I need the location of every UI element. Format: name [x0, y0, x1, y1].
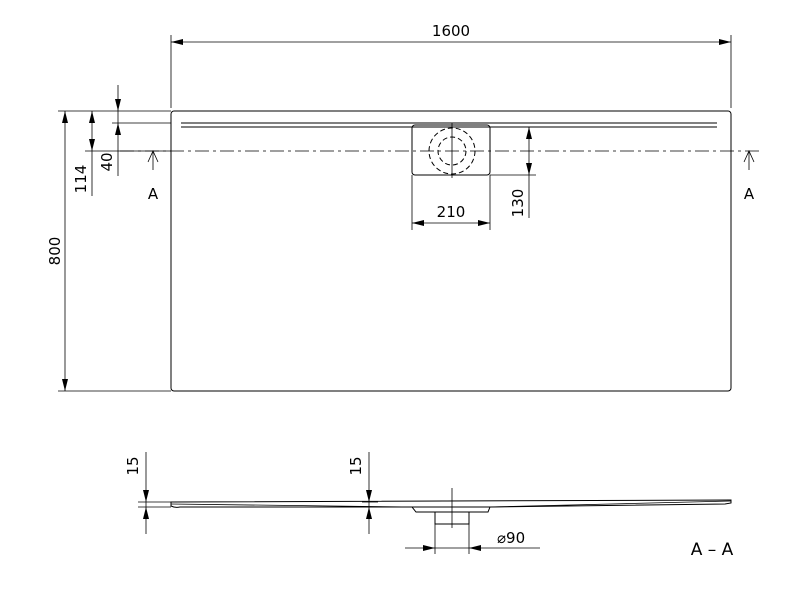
tray-outline — [170, 110, 732, 392]
arrowhead — [115, 99, 121, 111]
plan-view: 1600 800 114 40 A A 210 — [46, 22, 760, 392]
dim-edge-center-label: 15 — [347, 456, 365, 475]
arrowhead — [171, 39, 183, 45]
dim-diameter-label: ⌀90 — [497, 529, 525, 547]
arrowhead — [89, 139, 95, 151]
tray-slope-line-right — [489, 500, 732, 508]
section-marker-right: A — [744, 185, 755, 203]
section-arrow-head-left — [147, 150, 159, 163]
arrowhead — [115, 123, 121, 135]
arrowhead — [62, 111, 68, 123]
dim-length-label: 1600 — [432, 22, 470, 40]
arrowhead — [469, 545, 481, 551]
dim-114-label: 114 — [72, 165, 90, 194]
dim-edge-left-label: 15 — [124, 456, 142, 475]
section-label: A – A — [691, 540, 734, 560]
dim-drain-offset-label: 130 — [509, 189, 527, 218]
arrowhead — [423, 545, 435, 551]
drain-box — [411, 124, 491, 176]
arrowhead — [526, 163, 532, 175]
dim-drain-width-label: 210 — [437, 203, 466, 221]
dim-width-label: 800 — [46, 237, 64, 266]
arrowhead — [143, 507, 149, 519]
tray-slope-line-left — [170, 503, 413, 508]
arrowhead — [143, 490, 149, 502]
arrowhead — [478, 220, 490, 226]
section-view: 15 15 ⌀90 A – A — [124, 452, 734, 560]
arrowhead — [366, 507, 372, 519]
drain-flange — [411, 506, 491, 513]
arrowhead — [526, 127, 532, 139]
arrowhead — [62, 379, 68, 391]
arrowhead — [366, 490, 372, 502]
section-marker-left: A — [148, 185, 159, 203]
arrowhead — [89, 111, 95, 123]
arrowhead — [412, 220, 424, 226]
tray-profile — [170, 499, 732, 508]
section-arrow-head-right — [743, 150, 755, 163]
dim-40-label: 40 — [98, 152, 116, 171]
arrowhead — [719, 39, 731, 45]
